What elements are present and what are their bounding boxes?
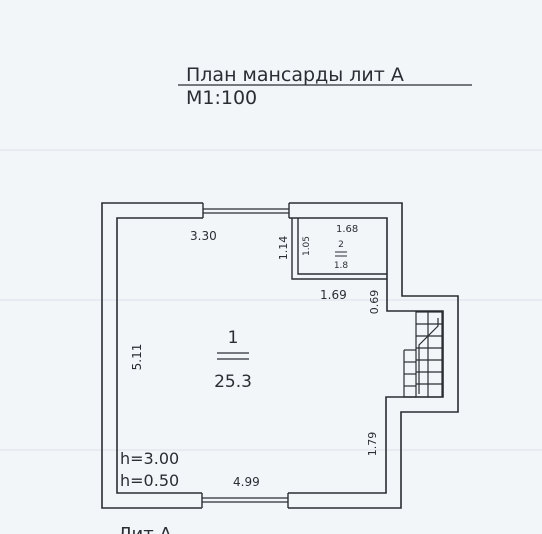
ceiling-height: h=3.00 [120, 449, 179, 468]
dim-small-room-height-outer: 1.14 [277, 236, 290, 261]
building-letter-label: Лит А [118, 524, 172, 534]
bottom-window [201, 492, 289, 509]
dim-left-height: 5.11 [130, 344, 144, 371]
top-window [202, 202, 290, 219]
plan-scale: М1:100 [186, 87, 257, 109]
dim-step-depth: 0.69 [368, 290, 381, 315]
dim-small-room-height-inner: 1.05 [302, 236, 312, 256]
dim-small-room-bottom-width: 1.69 [320, 288, 347, 302]
small-room-partition [291, 218, 387, 280]
dim-small-room-width: 1.68 [336, 224, 358, 235]
knee-wall-height: h=0.50 [120, 471, 179, 490]
staircase [403, 311, 443, 398]
room-2-area: 1.8 [334, 261, 349, 271]
room-1-area: 25.3 [214, 372, 252, 392]
dim-bottom-width: 4.99 [233, 475, 260, 489]
paper-grid [0, 149, 542, 451]
dim-right-lower-height: 1.79 [366, 432, 379, 457]
room-1-number: 1 [228, 328, 239, 348]
dim-top-left-width: 3.30 [190, 229, 217, 243]
room-2-number: 2 [338, 240, 344, 250]
plan-title: План мансарды лит А [186, 64, 404, 86]
